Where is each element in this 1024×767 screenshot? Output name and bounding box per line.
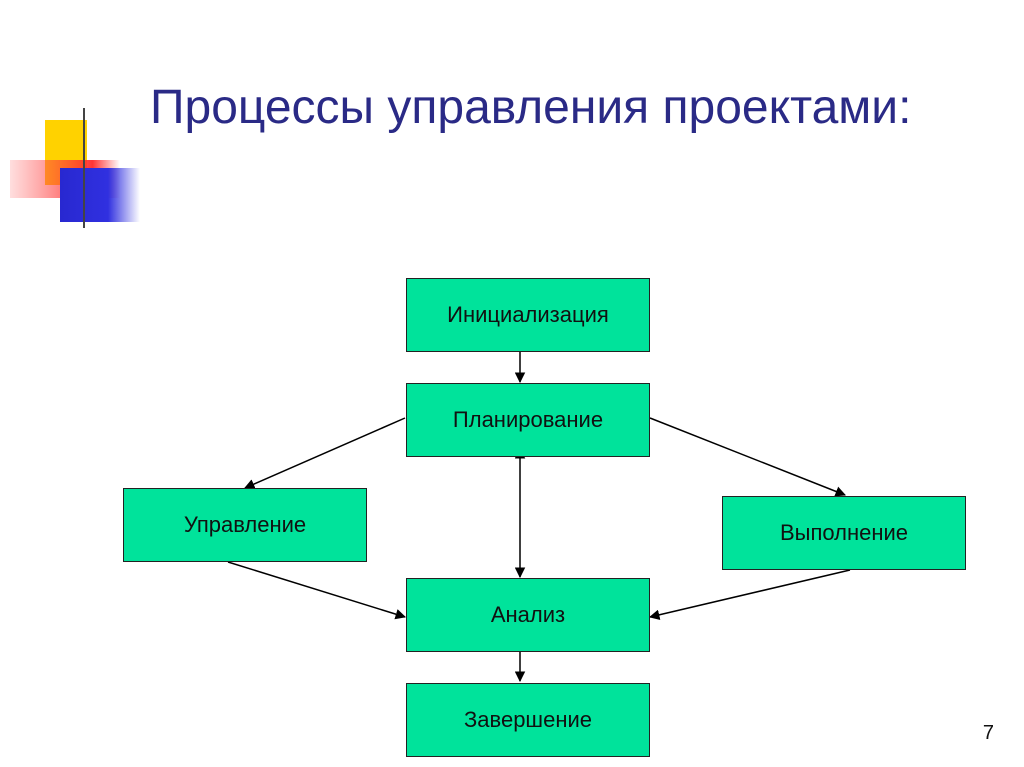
node-execution-label: Выполнение xyxy=(779,520,909,545)
arrow-control-to-analysis xyxy=(227,561,407,620)
node-control-label: Управление xyxy=(183,512,307,537)
node-initialization: Инициализация xyxy=(406,278,650,352)
node-initialization-label: Инициализация xyxy=(447,302,609,327)
node-closing-label: Завершение xyxy=(464,707,592,732)
node-analysis: Анализ xyxy=(406,578,650,652)
node-planning: Планирование xyxy=(406,383,650,457)
node-analysis-label: Анализ xyxy=(490,602,566,627)
arrow-planning-to-execution xyxy=(649,417,846,497)
page-title: Процессы управления проектами: xyxy=(150,81,912,134)
node-planning-label: Планирование xyxy=(452,407,604,432)
node-control: Управление xyxy=(123,488,367,562)
slide-number: 7 xyxy=(982,722,994,744)
node-execution: Выполнение xyxy=(722,496,966,570)
arrow-execution-to-analysis xyxy=(648,569,851,620)
node-closing: Завершение xyxy=(406,683,650,757)
arrow-planning-to-control xyxy=(244,417,406,490)
blue-gradient-block xyxy=(60,168,140,222)
